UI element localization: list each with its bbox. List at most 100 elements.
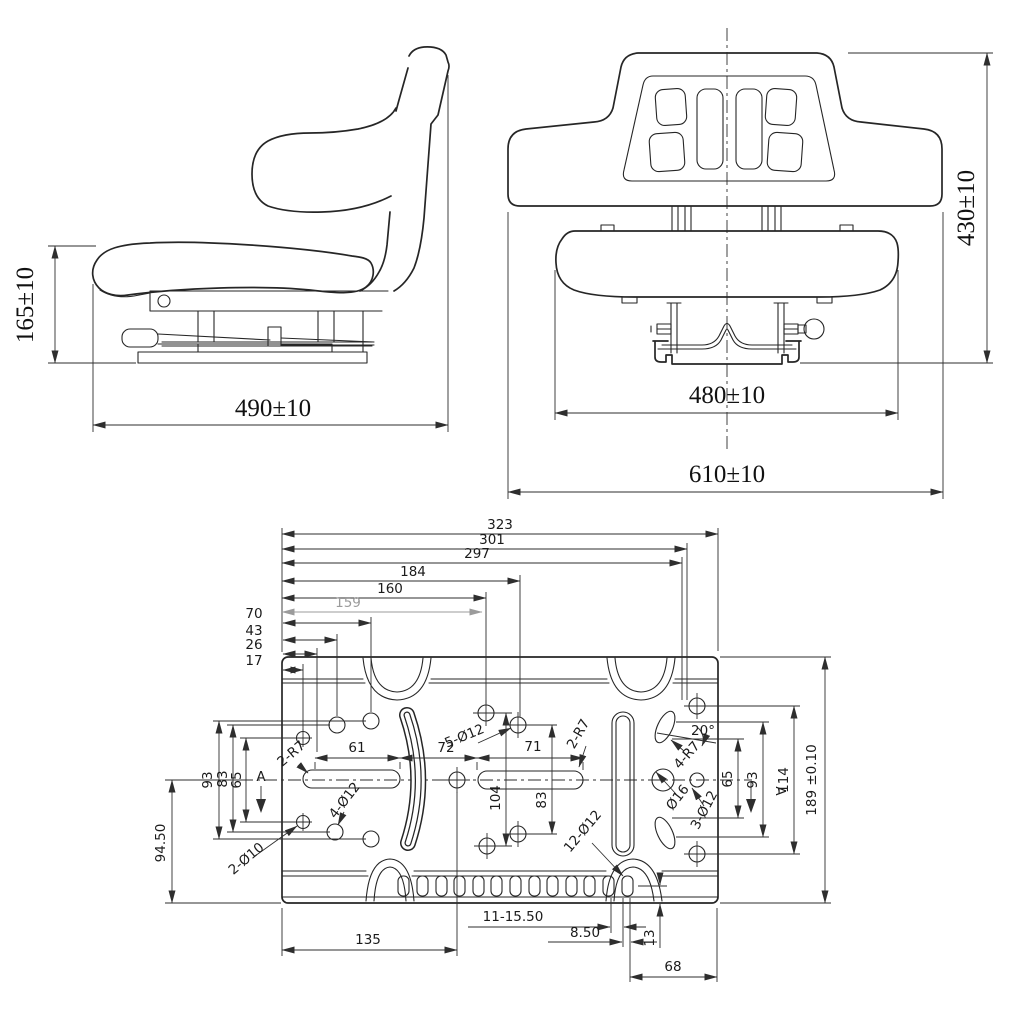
dim-label-83-left: 83 [215, 770, 231, 787]
dim-label-104: 104 [488, 785, 504, 811]
dim-label-189: 189 ±0.10 [804, 744, 820, 815]
dim-label-159: 159 [335, 595, 361, 611]
dim-label-93-right: 93 [745, 771, 761, 788]
leader-2r7-right [578, 745, 587, 768]
section-label-right: A [772, 786, 788, 796]
front-vent-panel [622, 75, 836, 182]
vent-slot-left-top [654, 87, 688, 127]
plate-view: 323 301 297 184 160 159 70 43 26 17 61 7… [153, 517, 831, 982]
section-marker-left: A [256, 769, 266, 813]
label-12d12: 12-Ø12 [561, 807, 605, 855]
plate-slot-row [397, 875, 634, 897]
label-2d10: 2-Ø10 [225, 840, 267, 879]
side-base-plate [137, 343, 368, 364]
vent-slot-mid-right [735, 88, 763, 170]
dim-label-160: 160 [377, 581, 403, 597]
dim-label-70: 70 [245, 606, 262, 622]
front-ext-lines [507, 52, 993, 499]
hole-center-marks [294, 693, 710, 867]
side-lever-rod [157, 333, 375, 346]
front-height-dim-label: 430±10 [953, 170, 980, 246]
side-frame-posts [197, 310, 364, 353]
side-depth-dim-label: 490±10 [235, 395, 311, 422]
side-lever-handle [121, 328, 159, 348]
side-backrest-outline [393, 46, 450, 292]
vent-slot-right-bottom [766, 131, 804, 173]
front-cushion-notches [600, 224, 854, 232]
front-connectors [671, 205, 782, 232]
plate-vslot-outer [611, 711, 635, 857]
section-arrow-right [746, 799, 756, 813]
plate-holes [294, 693, 710, 867]
plate-hslot-right [477, 770, 584, 790]
dim-label-65-right: 65 [720, 770, 736, 787]
leader-2d10 [254, 825, 298, 857]
knob-stem [797, 324, 807, 334]
side-bolster [251, 107, 397, 213]
side-ext-lines [48, 75, 449, 432]
label-5d12: 5-Ø12 [442, 721, 486, 751]
section-label-left: A [256, 769, 266, 785]
section-marker-right: A [746, 782, 788, 813]
label-3d12: 3-Ø12 [688, 788, 722, 832]
dim-label-9450: 94.50 [153, 824, 169, 863]
plate-left-ext-lines [165, 720, 366, 904]
front-cushion [555, 230, 900, 298]
label-4d12: 4-Ø12 [326, 779, 364, 821]
leader-4d12 [337, 811, 347, 826]
angle-arc [696, 726, 711, 747]
label-2r7-right: 2-R7 [564, 716, 594, 751]
dim-label-13: 13 [642, 929, 658, 946]
leader-4r7 [670, 739, 685, 752]
dim-label-135: 135 [355, 932, 381, 948]
front-vent-slots [648, 87, 804, 173]
section-arrow-left [256, 799, 266, 813]
plate-bottom-ext-lines [281, 792, 718, 982]
suspension-rail [652, 340, 802, 365]
vent-slot-right-top [764, 87, 798, 127]
dim-label-slotspec: 11-15.50 [483, 909, 544, 925]
dim-label-61: 61 [348, 740, 365, 756]
dim-label-71: 71 [524, 739, 541, 755]
dim-label-93-left: 93 [200, 771, 216, 788]
side-backrest-inner-edge [395, 67, 409, 112]
label-2r7-left: 2-R7 [274, 738, 308, 770]
leader-3d12 [691, 787, 705, 807]
dim-label-83-mid: 83 [534, 791, 550, 808]
leader-5d12 [477, 727, 512, 744]
label-20deg: 20° [691, 723, 715, 739]
front-backrest-outline [507, 52, 943, 207]
side-frame-bracket [149, 290, 389, 312]
front-cushion-tabs [621, 296, 833, 304]
dim-label-184: 184 [400, 564, 426, 580]
dim-label-301: 301 [479, 532, 505, 548]
plate-rib-lines [281, 678, 719, 898]
side-backrest-lower-edge [359, 211, 391, 292]
leader-12d12 [591, 842, 624, 877]
suspension-spring-plate [657, 322, 797, 350]
side-frame-rail [161, 341, 373, 347]
leader-d16 [655, 771, 677, 795]
plate-leader-labels: 2-R7 5-Ø12 2-R7 4-Ø12 2-Ø10 12-Ø12 20° 4… [225, 716, 721, 878]
dim-label-72: 72 [437, 740, 454, 756]
plate-vslot-inner [615, 715, 631, 853]
front-suspension [650, 302, 825, 365]
leader-2r7-left [296, 762, 309, 774]
side-lever-block [267, 326, 282, 347]
suspension-bolt-left-detail [650, 325, 672, 333]
adjuster-knob [803, 318, 825, 340]
midv-ext-lines [493, 712, 557, 847]
dim-label-297: 297 [464, 546, 490, 562]
dim-label-17: 17 [245, 653, 262, 669]
side-view: 165±10 490±10 [12, 46, 450, 432]
side-height-dim-label: 165±10 [12, 267, 39, 343]
dim-label-850: 8.50 [570, 925, 600, 941]
plate-curved-slot [399, 707, 427, 851]
dim-label-43: 43 [245, 623, 262, 639]
plate-top-ext-lines [281, 528, 719, 752]
dim-label-65-left: 65 [229, 771, 245, 788]
side-bracket-hole [157, 294, 171, 308]
dim-label-323: 323 [487, 517, 513, 533]
